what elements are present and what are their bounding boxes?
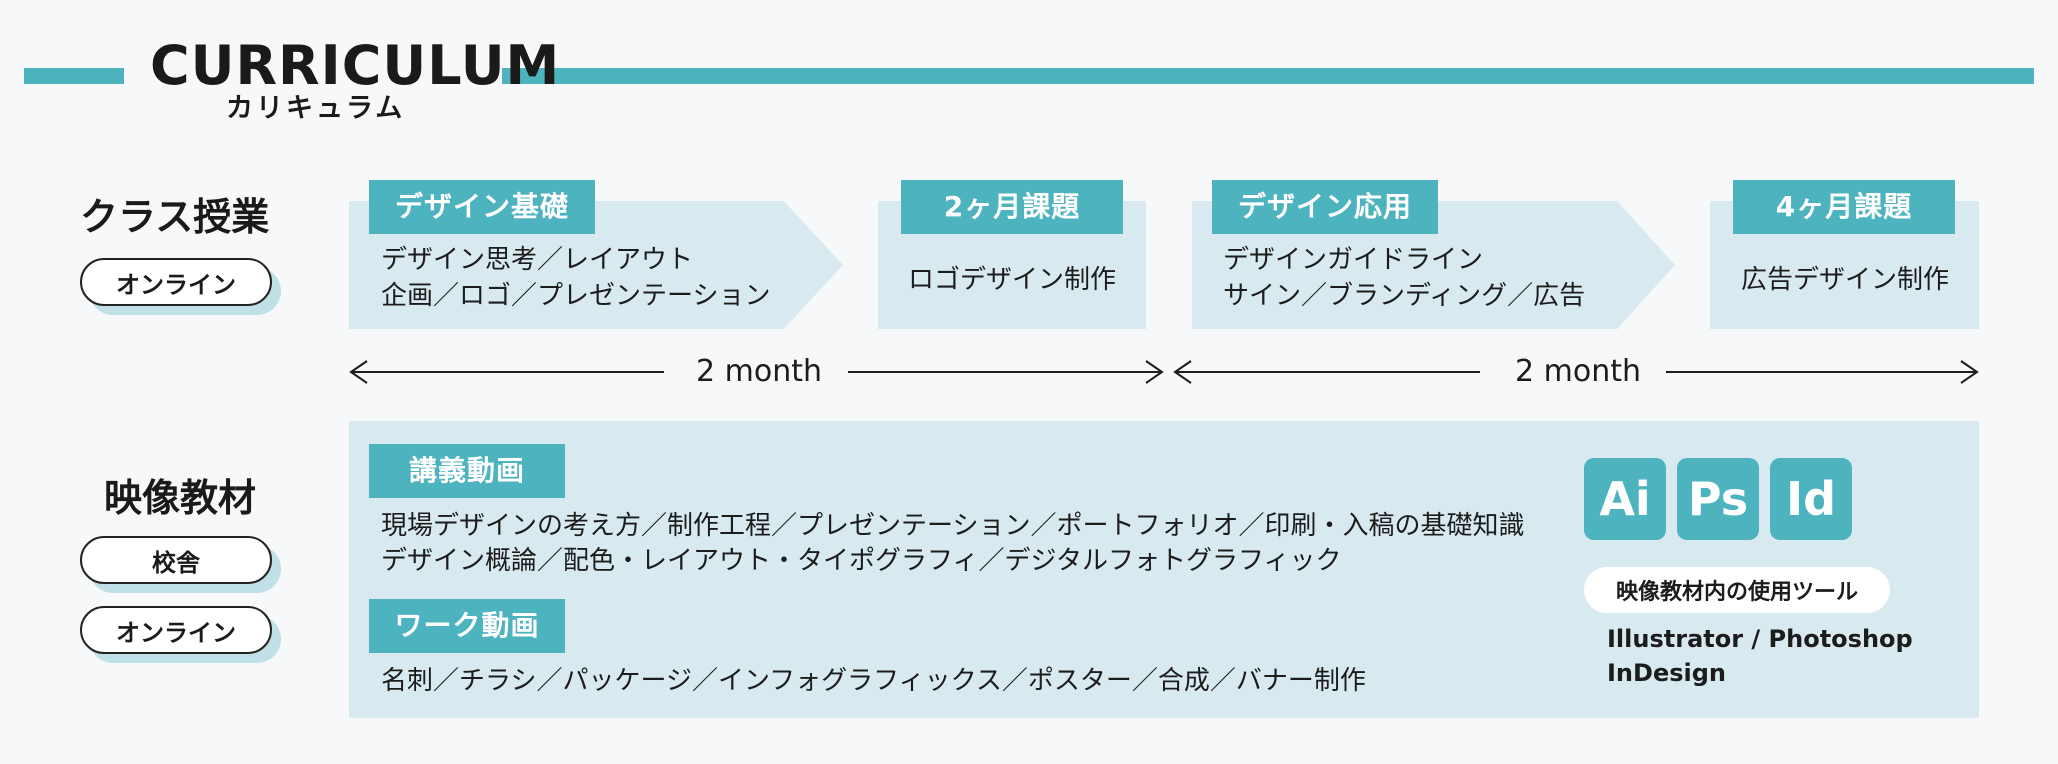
timeline-1-line-left bbox=[351, 371, 664, 373]
timeline-2-label: 2 month bbox=[1515, 354, 1641, 389]
pill-class-online: オンライン bbox=[80, 258, 281, 315]
step-design-basics-tag: デザイン基礎 bbox=[369, 180, 595, 234]
photoshop-icon: Ps bbox=[1677, 458, 1759, 540]
pill-video-online: オンライン bbox=[80, 606, 281, 663]
timeline-2-arrowhead-right bbox=[1960, 360, 1979, 384]
timeline-1-arrowhead-right bbox=[1145, 360, 1164, 384]
tools-list: Illustrator / Photoshop InDesign bbox=[1607, 622, 1913, 690]
header-rule-left bbox=[24, 68, 124, 84]
tools-list-line-1: Illustrator / Photoshop bbox=[1607, 625, 1913, 653]
pill-label: 校舎 bbox=[80, 536, 272, 584]
step-design-basics-line-1: デザイン思考／レイアウト bbox=[381, 245, 694, 275]
timeline-2-line-left bbox=[1175, 371, 1480, 373]
work-video-tag: ワーク動画 bbox=[369, 599, 565, 653]
page-subtitle: カリキュラム bbox=[226, 93, 406, 124]
step-4month-task-tag: 4ヶ月課題 bbox=[1733, 180, 1955, 234]
row-label-class: クラス授業 bbox=[80, 195, 270, 239]
step-4month-task-line-1: 広告デザイン制作 bbox=[1741, 265, 1950, 295]
illustrator-icon: Ai bbox=[1584, 458, 1666, 540]
pill-video-campus: 校舎 bbox=[80, 536, 281, 593]
lecture-video-tag: 講義動画 bbox=[369, 444, 565, 498]
step-2month-task-tag: 2ヶ月課題 bbox=[901, 180, 1123, 234]
timeline-1-label: 2 month bbox=[696, 354, 822, 389]
step-design-applied-line-2: サイン／ブランディング／広告 bbox=[1223, 281, 1586, 311]
row-label-video: 映像教材 bbox=[104, 476, 257, 520]
pill-label: オンライン bbox=[80, 606, 272, 654]
timeline-2-line-right bbox=[1666, 371, 1977, 373]
lecture-video-line-2: デザイン概論／配色・レイアウト・タイポグラフィ／デジタルフォトグラフィック bbox=[381, 546, 1342, 576]
work-video-line-1: 名刺／チラシ／パッケージ／インフォグラフィックス／ポスター／合成／バナー制作 bbox=[381, 666, 1366, 696]
header-rule-right bbox=[502, 68, 2034, 84]
lecture-video-line-1: 現場デザインの考え方／制作工程／プレゼンテーション／ポートフォリオ／印刷・入稿の… bbox=[381, 511, 1525, 541]
step-design-basics-line-2: 企画／ロゴ／プレゼンテーション bbox=[381, 281, 771, 311]
page-title: CURRICULUM bbox=[150, 34, 561, 97]
pill-label: オンライン bbox=[80, 258, 272, 306]
tools-caption-pill: 映像教材内の使用ツール bbox=[1584, 567, 1890, 613]
step-2month-task-line-1: ロゴデザイン制作 bbox=[908, 265, 1117, 295]
indesign-icon: Id bbox=[1770, 458, 1852, 540]
step-design-applied-line-1: デザインガイドライン bbox=[1223, 245, 1484, 275]
step-design-applied-tag: デザイン応用 bbox=[1212, 180, 1438, 234]
timeline-1-line-right bbox=[848, 371, 1162, 373]
tools-list-line-2: InDesign bbox=[1607, 659, 1726, 687]
